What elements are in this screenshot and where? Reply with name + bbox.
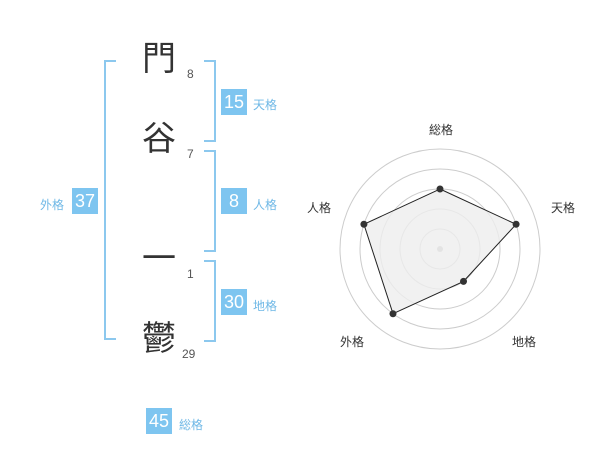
radar-label-tenkaku: 天格 [551,200,575,215]
chikaku-label: 地格 [253,299,278,313]
soukaku-value-box: 45 [146,408,172,434]
jinkaku-bracket [204,150,216,252]
stroke-count-1: 8 [187,67,194,81]
jinkaku-value-box: 8 [221,188,247,214]
gaikaku-bracket [104,60,116,340]
radar-point-soukaku [436,185,444,193]
gaikaku-label: 外格 [40,198,65,212]
tenkaku-value-box: 15 [221,89,247,115]
radar-polygon [363,188,517,315]
radar-label-gaikaku: 外格 [340,334,364,349]
chikaku-bracket [204,260,216,342]
tenkaku-label: 天格 [253,98,278,112]
radar-label-jinkaku: 人格 [307,200,331,215]
name-char-3: 一 [142,239,176,279]
name-char-4: 鬱 [142,319,176,359]
radar-label-chikaku: 地格 [512,334,536,349]
chikaku-value-box: 30 [221,289,247,315]
radar-point-chikaku [460,277,468,285]
soukaku-label: 総格 [179,418,204,432]
radar-point-gaikaku [389,310,397,318]
stroke-count-3: 1 [187,267,194,281]
tenkaku-bracket [204,60,216,142]
radar-ring [359,168,521,330]
name-char-2: 谷 [142,119,176,159]
radar-point-tenkaku [512,220,520,228]
stroke-count-2: 7 [187,147,194,161]
radar-label-soukaku: 総格 [429,122,453,137]
name-char-1: 門 [142,39,176,79]
radar-ring [339,148,541,350]
jinkaku-label: 人格 [253,198,278,212]
radar-point-jinkaku [360,220,368,228]
stroke-count-4: 29 [182,347,196,361]
gaikaku-value-box: 37 [72,188,98,214]
